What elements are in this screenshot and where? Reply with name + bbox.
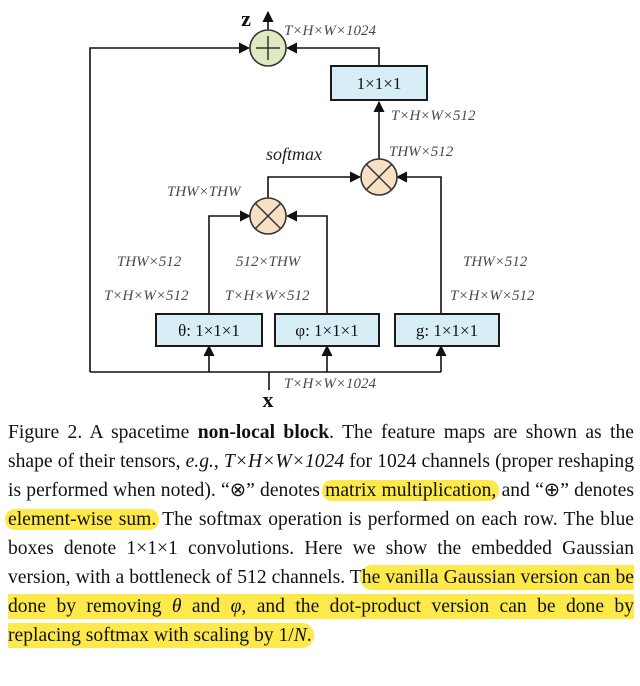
sum-operator	[249, 29, 287, 67]
caption-variant-text-2: and	[181, 596, 231, 617]
conv-box-theta: θ: 1×1×1	[155, 313, 263, 347]
affinity-shape-label: THW×THW	[167, 184, 242, 200]
output-variable: z	[241, 6, 251, 31]
conv-box-g: g: 1×1×1	[394, 313, 500, 347]
phi-output-label: T×H×W×512	[225, 288, 310, 304]
caption-shape: T×H×W×1024	[223, 451, 345, 472]
caption-n: N	[293, 625, 307, 646]
caption-text-5: The softmax operation is performed on ea…	[8, 509, 634, 588]
g-flat-label: THW×512	[463, 254, 528, 270]
caption-variant-text-3: , and the dot-product version can be don…	[8, 596, 634, 646]
caption-title: non-local block	[197, 422, 330, 443]
softmax-label: softmax	[266, 144, 322, 164]
connection-lines	[89, 10, 447, 390]
caption-text-2: ,	[213, 451, 224, 472]
figure-caption: Figure 2. A spacetime non-local block. T…	[5, 418, 635, 650]
matmul-operator-2	[360, 158, 398, 196]
caption-text-3: for 1024 channels (proper reshaping is p…	[8, 451, 635, 501]
caption-variant-text-1: he vanilla Gaussian version can be done …	[8, 567, 634, 617]
line-phi-to-mm1	[285, 210, 328, 314]
caption-text-1: . The feature maps are shown as the shap…	[8, 422, 634, 472]
conv-box-phi: φ: 1×1×1	[274, 313, 380, 347]
caption-text-4: and “⊕” denotes	[496, 480, 634, 501]
g-output-label: T×H×W×512	[450, 288, 535, 304]
caption-phi: φ	[230, 596, 242, 617]
caption-variant-end: .	[306, 625, 312, 646]
line-g-to-mm2	[395, 171, 442, 314]
conv-box-phi-label: φ: 1×1×1	[295, 321, 358, 340]
theta-output-label: T×H×W×512	[104, 288, 189, 304]
highlight-matrix-multiplication: matrix multiplication,	[322, 480, 500, 501]
input-shape-label: T×H×W×1024	[284, 376, 377, 392]
conv-box-theta-label: θ: 1×1×1	[178, 321, 240, 340]
matmul-operator-1	[249, 197, 287, 235]
caption-theta: θ	[171, 596, 182, 617]
residual-line	[89, 42, 251, 372]
theta-flat-label: THW×512	[117, 254, 182, 270]
line-theta-to-mm1	[208, 210, 252, 314]
phi-flat-label: 512×THW	[236, 254, 302, 270]
highlight-element-wise-sum: element-wise sum.	[5, 509, 160, 530]
conv-box-g-label: g: 1×1×1	[416, 321, 478, 340]
input-variable: x	[263, 387, 274, 412]
line-mm1-to-mm2	[267, 171, 362, 199]
caption-prefix: Figure 2. A spacetime	[8, 422, 198, 443]
non-local-block-diagram: 1×1×1 θ: 1×1×1 φ: 1×1×1 g: 1×1×1 x z T×H…	[89, 6, 535, 412]
caption-eg: e.g.	[185, 451, 214, 472]
matmul2-output-label: THW×512	[389, 144, 454, 160]
conv-box-output: 1×1×1	[330, 65, 428, 101]
line-box-to-plus	[285, 42, 380, 66]
conv-box-output-label: 1×1×1	[357, 74, 402, 93]
box-input-shape-label: T×H×W×512	[391, 108, 476, 124]
output-shape-label: T×H×W×1024	[284, 23, 377, 39]
